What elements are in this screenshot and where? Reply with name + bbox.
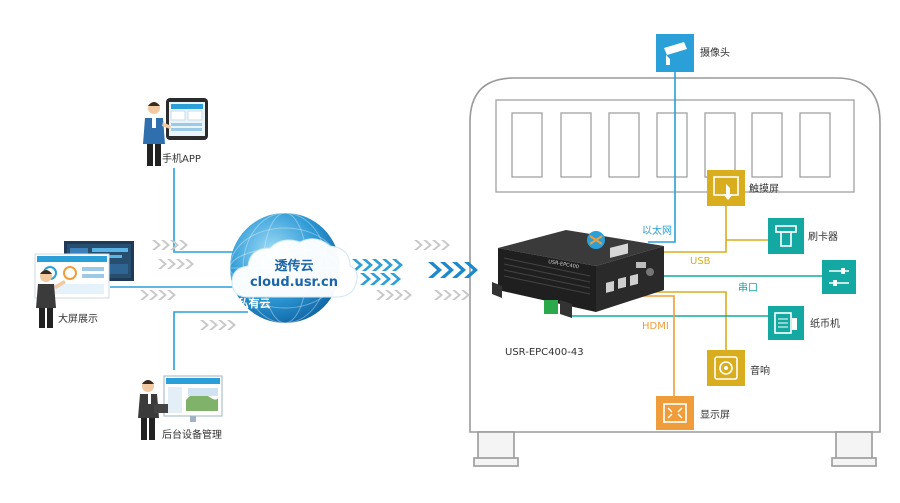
banknote-label: 纸币机 — [810, 317, 840, 330]
banknote-node: 纸币机 — [768, 306, 840, 340]
speaker-label: 音响 — [750, 364, 770, 377]
serial-label: 串口 — [738, 282, 758, 294]
backend-label: 后台设备管理 — [162, 428, 222, 441]
cloud-shape — [231, 238, 358, 298]
blue-arrows — [352, 259, 478, 285]
big-screen-client: 大屏展示 — [34, 241, 134, 328]
client-links — [110, 168, 250, 370]
cabinet — [469, 77, 881, 467]
big-screen-label: 大屏展示 — [58, 312, 98, 325]
display-node: 显示屏 — [656, 396, 730, 430]
presenter-icon — [36, 270, 66, 328]
cabinet-outline — [469, 77, 881, 433]
cloud-globe: 透传云 cloud.usr.cn 私有云 — [229, 212, 358, 324]
private-cloud-label: 私有云 — [238, 296, 271, 310]
card-reader-label: 刷卡器 — [808, 230, 838, 243]
touchscreen-node: 触摸屏 — [707, 170, 779, 206]
camera-node: 摄像头 — [656, 34, 730, 72]
monitor-icon — [163, 375, 223, 422]
phone-icon — [166, 98, 208, 140]
mobile-app-client: 手机APP — [143, 98, 208, 166]
cloud-title: 透传云 — [274, 258, 313, 274]
display-label: 显示屏 — [700, 409, 730, 421]
card-reader-icon — [768, 218, 804, 254]
link-backend — [173, 311, 248, 370]
cabinet-foot-left — [477, 431, 515, 461]
link-mobile — [173, 168, 250, 253]
camera-icon — [656, 34, 694, 72]
device-model-label: USR-EPC400-43 — [505, 347, 584, 358]
terminal-block — [544, 300, 558, 314]
display-icon — [656, 396, 694, 430]
link-camera — [648, 72, 676, 243]
gateway-device: USR-EPC400 USR-EPC400-43 — [492, 230, 664, 358]
backend-client: 后台设备管理 — [138, 375, 223, 441]
device-front-label: USR-EPC400 — [548, 259, 580, 270]
link-touchscreen — [652, 204, 727, 253]
card-reader-node: 刷卡器 — [768, 218, 838, 254]
mobile-app-label: 手机APP — [162, 152, 201, 165]
gray-arrows — [140, 240, 470, 330]
cabinet-slots — [511, 112, 831, 178]
hdmi-label: HDMI — [642, 321, 669, 332]
speaker-node: 音响 — [707, 350, 770, 386]
camera-label: 摄像头 — [700, 46, 730, 59]
touchscreen-label: 触摸屏 — [749, 182, 779, 195]
peripheral-links — [572, 72, 824, 396]
cloud-url: cloud.usr.cn — [250, 275, 338, 290]
link-display — [632, 295, 675, 396]
person-icon — [143, 102, 171, 166]
ethernet-label: 以太网 — [642, 224, 672, 237]
operator-icon — [138, 380, 168, 440]
serial-device-node — [822, 260, 856, 294]
cabinet-foot-right — [835, 431, 873, 461]
serial-device-icon — [822, 260, 856, 294]
usb-label: USB — [690, 256, 711, 267]
link-speaker — [652, 291, 727, 350]
